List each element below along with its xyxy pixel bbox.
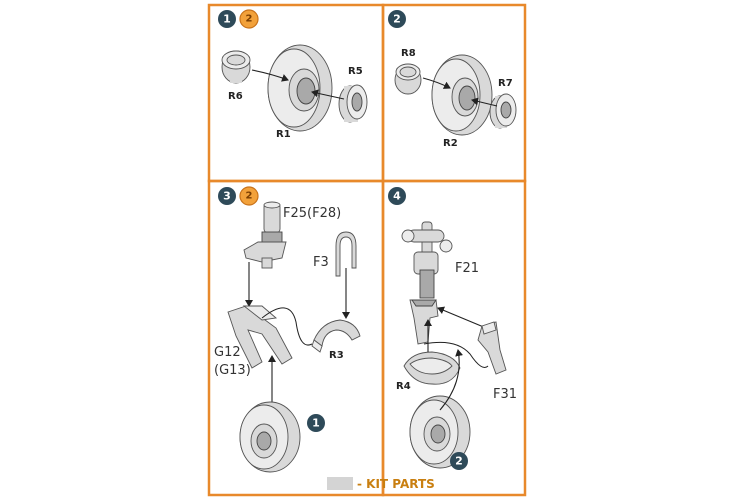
part-r4 — [403, 351, 461, 385]
label-f31: F31 — [493, 387, 517, 402]
leader-fork-f31 — [423, 341, 489, 368]
label-r6: R6 — [228, 91, 243, 102]
step-3-ref-badge: 2 — [239, 186, 259, 206]
step-4-badge: 4 — [388, 187, 406, 205]
part-r5 — [338, 84, 368, 123]
svg-text:1: 1 — [312, 417, 320, 430]
svg-text:2: 2 — [246, 191, 253, 202]
label-f25: F25(F28) — [283, 206, 341, 221]
label-r5: R5 — [348, 66, 363, 77]
panel-4-border — [381, 179, 527, 497]
step-2-badge: 2 — [388, 10, 406, 28]
arrow-r6-to-r1 — [251, 69, 289, 82]
part-r6 — [221, 50, 251, 84]
part-r2-tire — [431, 54, 493, 136]
arrow-f31-to-f21 — [437, 306, 487, 329]
part-f21 — [401, 221, 453, 299]
svg-text:2: 2 — [393, 13, 401, 26]
label-r2: R2 — [443, 138, 458, 149]
svg-text:1: 1 — [223, 13, 231, 26]
label-f21: F21 — [455, 261, 479, 276]
svg-text:2: 2 — [246, 14, 253, 25]
svg-text:3: 3 — [223, 190, 231, 203]
label-f3: F3 — [313, 255, 329, 270]
label-r4: R4 — [396, 381, 411, 392]
label-r8: R8 — [401, 48, 416, 59]
part-r8 — [394, 63, 422, 95]
wheel-ref-badge-2: 2 — [450, 452, 468, 470]
part-wheel-assembly-1 — [239, 401, 301, 473]
label-r1: R1 — [276, 129, 291, 140]
step-1-ref-badge: 2 — [239, 9, 259, 29]
label-g12: G12 — [214, 345, 241, 360]
part-wheel-assembly-2 — [409, 395, 471, 469]
part-f31 — [477, 321, 507, 375]
part-f3 — [335, 231, 357, 277]
arrow-wheel-to-fork — [439, 349, 464, 411]
part-f21-fork — [409, 299, 439, 345]
step-3-badge: 3 — [218, 187, 236, 205]
part-r1-tire — [267, 44, 333, 132]
wheel-ref-badge-1: 1 — [307, 414, 325, 432]
legend-kit-parts-text: - KIT PARTS — [357, 477, 435, 491]
arrow-r5-to-r1 — [311, 89, 345, 100]
label-g13: (G13) — [214, 363, 251, 378]
leader-g12-r3 — [261, 307, 313, 346]
arrow-r7-to-r2 — [471, 97, 498, 107]
svg-text:2: 2 — [455, 455, 463, 468]
part-g12 — [227, 305, 293, 369]
part-r7 — [489, 93, 517, 129]
svg-text:4: 4 — [393, 190, 401, 203]
label-r3: R3 — [329, 350, 344, 361]
label-r7: R7 — [498, 78, 513, 89]
step-1-badge: 1 — [218, 10, 236, 28]
legend-kit-parts-swatch — [327, 477, 353, 490]
part-r3 — [311, 319, 361, 353]
arrow-r8-to-r2 — [422, 77, 451, 89]
part-f25 — [243, 201, 287, 269]
